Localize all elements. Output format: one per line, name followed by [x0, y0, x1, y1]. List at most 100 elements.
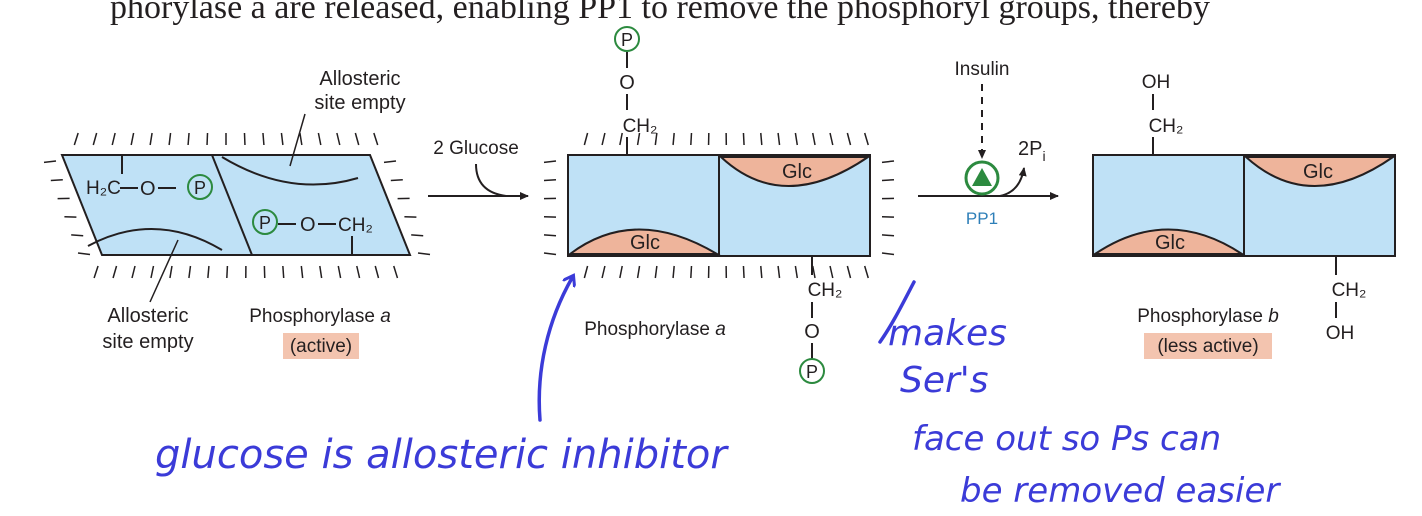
hatch-mark — [262, 132, 265, 146]
hatch-mark — [207, 265, 210, 279]
hatch-mark — [881, 160, 895, 164]
hatch-mark — [130, 132, 135, 146]
hatch-mark — [654, 265, 658, 279]
hatch-mark — [393, 265, 399, 279]
activity-hatch-left — [43, 132, 431, 279]
hatch-mark — [583, 132, 589, 146]
hatch-mark — [543, 160, 557, 164]
pp1-triangle-icon — [972, 168, 992, 186]
hatch-mark — [777, 265, 781, 279]
hatch-mark — [299, 132, 303, 146]
glc-label: Glc — [1155, 232, 1185, 254]
ch2-label: CH₂ — [1149, 116, 1184, 137]
hatch-mark — [794, 265, 799, 279]
activity-hatch-middle — [543, 132, 895, 279]
glc-label: Glc — [782, 161, 812, 183]
status-highlight — [1144, 333, 1272, 359]
allosteric-site-top — [221, 156, 359, 186]
enzyme-dimer-a-tilted — [60, 154, 412, 256]
hatch-mark — [111, 132, 116, 146]
hatch-mark — [881, 178, 895, 182]
hatch-mark — [354, 132, 360, 146]
arrow-pp1: Insulin 2Pi PP1 — [918, 59, 1059, 228]
hatch-mark — [690, 265, 693, 279]
ch2-label: CH₂ — [338, 215, 373, 236]
glc-bound-site-top — [1243, 156, 1397, 187]
hatch-mark — [73, 132, 79, 146]
hatch-mark — [319, 265, 323, 279]
hatch-mark — [150, 265, 155, 279]
hatch-mark — [77, 252, 91, 256]
hatch-mark — [390, 178, 403, 182]
hatch-mark — [417, 252, 431, 256]
hatch-mark — [690, 132, 693, 146]
phosphate-label: P — [621, 30, 633, 50]
oxygen-label: O — [619, 72, 635, 94]
phosphate-product-label: 2Pi — [1018, 138, 1046, 164]
hatch-mark — [317, 132, 322, 146]
hatch-mark — [93, 265, 99, 279]
hatch-mark — [654, 132, 658, 146]
oh-label: OH — [1142, 72, 1171, 93]
panel-left: H₂C O P P O CH₂ Allosteric site empty Al… — [43, 68, 431, 359]
hatch-mark — [829, 132, 834, 146]
enzyme-name-left: Phosphorylase a — [249, 306, 391, 327]
hatch-mark — [543, 178, 557, 182]
hatch-mark — [742, 265, 745, 279]
hatch-mark — [43, 160, 57, 164]
hatch-mark — [583, 265, 589, 279]
hatch-mark — [336, 132, 341, 146]
hatch-mark — [71, 234, 84, 237]
ch2-label: CH₂ — [1332, 280, 1367, 301]
glc-bound-site-bottom — [1091, 228, 1246, 255]
hatch-mark — [619, 265, 623, 279]
hatch-mark — [226, 265, 229, 279]
pp1-label: PP1 — [966, 209, 998, 228]
allosteric-site-bottom — [87, 227, 223, 251]
panel-right: Glc Glc OH CH₂ CH₂ OH Phosphorylase b (l… — [1091, 72, 1397, 359]
glc-bound-site-top — [718, 156, 872, 187]
hatch-mark — [777, 132, 781, 146]
handwritten-annotations: glucose is allosteric inhibitor makes Se… — [155, 278, 1281, 511]
phosphate-label: P — [259, 213, 271, 233]
status-highlight — [283, 333, 359, 359]
hatch-mark — [846, 265, 852, 279]
status-label-less-active: (less active) — [1157, 336, 1258, 357]
leader-line — [289, 113, 306, 167]
hatch-mark — [863, 265, 869, 279]
oh-label: OH — [1326, 323, 1355, 344]
hatch-mark — [636, 132, 641, 146]
hatch-mark — [168, 132, 172, 146]
allosteric-bottom-line1: Allosteric — [107, 305, 188, 327]
hatch-mark — [636, 265, 641, 279]
hatch-mark — [811, 132, 816, 146]
glc-label: Glc — [630, 232, 660, 254]
hatch-mark — [543, 252, 557, 256]
handwritten-note-line3: face out so Ps can — [912, 419, 1221, 459]
annotation-arrow — [537, 278, 572, 422]
curved-arrow — [475, 163, 507, 197]
h2c-label: H₂C — [86, 178, 121, 199]
phosphate-label: P — [806, 362, 818, 382]
handwritten-note-line2: Ser's — [900, 360, 988, 401]
hatch-mark — [356, 265, 361, 279]
hatch-mark — [187, 132, 190, 146]
hatch-mark — [411, 234, 424, 237]
hatch-mark — [601, 132, 606, 146]
enzyme-name-right: Phosphorylase b — [1137, 306, 1279, 327]
oxygen-label: O — [804, 321, 820, 343]
status-label-active: (active) — [290, 336, 352, 357]
hatch-mark — [131, 265, 136, 279]
header-fragment: phorylase a are released, enabling PP1 t… — [110, 0, 1210, 26]
hatch-mark — [169, 265, 173, 279]
annotation-stroke — [878, 280, 916, 344]
hatch-mark — [846, 132, 852, 146]
hatch-mark — [760, 265, 763, 279]
panel-middle: Glc Glc P O CH₂ CH₂ O P Phosphorylase a — [543, 26, 895, 384]
phosphate-icon — [614, 26, 640, 52]
hatch-mark — [92, 132, 98, 146]
hatch-mark — [881, 234, 895, 237]
dimer-interface-left — [211, 154, 253, 256]
